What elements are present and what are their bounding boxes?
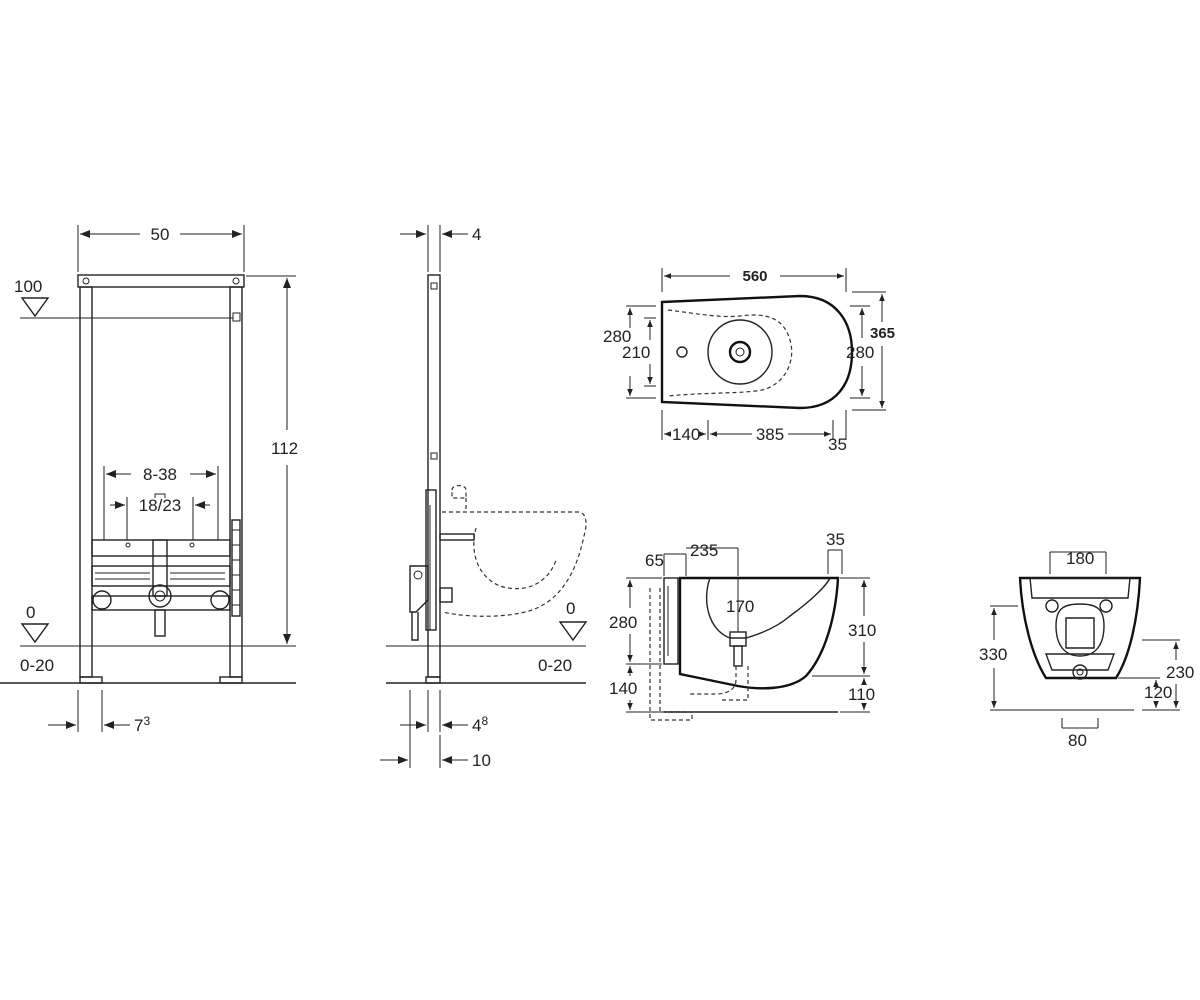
section-d310-label: 310 [848,621,876,640]
front-floor-range-label: 0-20 [20,656,54,675]
front-floor-level-label: 0 [26,603,35,622]
top-level-label: 100 [14,277,42,296]
top-left-outer-label: 280 [603,327,631,346]
side-floor-level-label: 0 [566,599,575,618]
section-view: 65 235 35 170 280 140 [609,530,876,721]
foot-depth-label: 48 [472,714,488,735]
pipe-spacing-label: 18/23 [139,496,182,515]
back-height-label: 330 [979,645,1007,664]
total-depth-label: 10 [472,751,491,770]
front-width-label: 50 [151,225,170,244]
section-d280-label: 280 [609,613,637,632]
top-left-inner-label: 210 [622,343,650,362]
section-d110-label: 110 [848,685,875,704]
section-d235-label: 235 [690,541,718,560]
top-seg-mid-label: 385 [756,425,784,444]
side-floor-range-label: 0-20 [538,656,572,675]
section-d35-label: 35 [826,530,845,549]
top-right-inner-label: 280 [846,343,874,362]
foot-offset-label: 73 [134,714,150,735]
section-d170-label: 170 [726,597,754,616]
back-right-height-label: 230 [1166,663,1194,682]
pipe-range-label: 8-38 [143,465,177,484]
top-width-label: 365 [870,325,895,342]
top-length-label: 560 [742,268,767,285]
frame-depth-label: 4 [472,225,481,244]
back-view: 180 330 230 120 80 [979,549,1194,750]
back-right-inner-label: 120 [1144,683,1172,702]
side-view: 4 0 0-20 48 10 [380,225,588,770]
front-view: 50 [0,225,298,735]
back-bottom-label: 80 [1068,731,1087,750]
section-d65-label: 65 [645,551,664,570]
front-height-label: 112 [271,439,298,458]
top-view: 560 280 210 280 365 [603,268,895,454]
top-seg-right-label: 35 [828,435,847,454]
top-seg-left-label: 140 [672,425,700,444]
section-d140-label: 140 [609,679,637,698]
back-top-label: 180 [1066,549,1094,568]
